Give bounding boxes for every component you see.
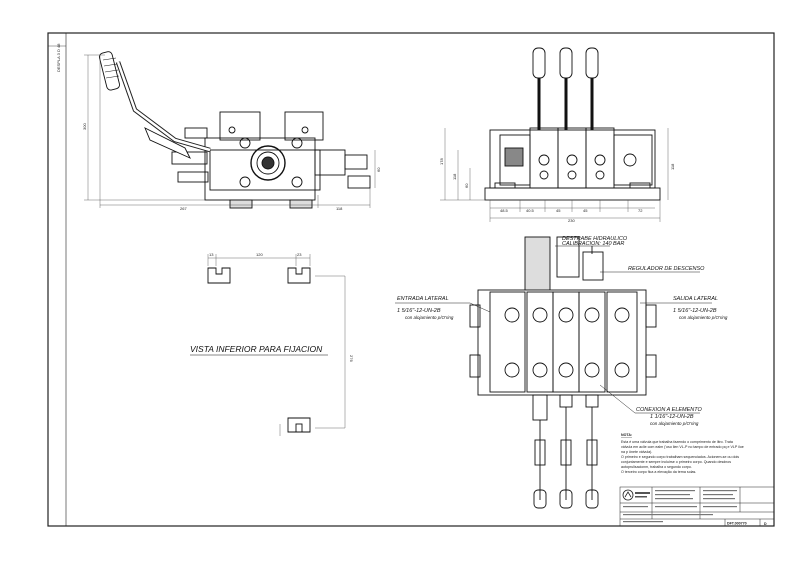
notes-line-2: válvula em aclie com ealm ('oso lien VL-… bbox=[621, 445, 744, 449]
callout-conexion-spec: 1 1/16"-12-UN-2B bbox=[650, 414, 694, 420]
title-block-code: DFT.000770 bbox=[727, 522, 747, 526]
dim-front-height-right: 118 bbox=[670, 163, 675, 170]
dim-bottom-slot-b: 23 bbox=[297, 252, 302, 257]
side-view bbox=[98, 51, 371, 209]
dim-side-small: 60 bbox=[376, 167, 381, 172]
front-view bbox=[484, 47, 661, 201]
notes-line-4: O primeiro e segundo corpo trabalham seq… bbox=[621, 455, 739, 459]
top-view bbox=[469, 236, 657, 509]
dim-bottom-side: 276 bbox=[349, 355, 354, 362]
dim-side-total-left: 267 bbox=[180, 206, 187, 211]
side-tag: DESPLA 3 D 48 bbox=[56, 43, 61, 72]
dim-side-total-right: 118 bbox=[336, 206, 343, 211]
title-block bbox=[619, 486, 775, 527]
notes-line-6: aotoprulisacionm, trabalha o segundo cor… bbox=[621, 465, 692, 469]
notes-line-7: O terceiro corpo fica a elevação da tern… bbox=[621, 470, 696, 474]
dim-side-height: 300 bbox=[82, 123, 87, 130]
callout-salida-spec: 1 5/16"-12-UN-2B bbox=[673, 308, 717, 314]
dim-front-w1: 48.5 bbox=[500, 208, 509, 213]
bottom-view-title: VISTA INFERIOR PARA FIJACION bbox=[190, 344, 323, 354]
dim-bottom-slot-a: 13 bbox=[209, 252, 214, 257]
dim-front-height-c: 60 bbox=[464, 183, 469, 188]
callout-destrabe-line2: CALIBRACION: 140 BAR bbox=[562, 241, 624, 247]
callout-destrabe-line1: DESTRABE HIDRAULICO bbox=[562, 236, 628, 242]
title-block-fill-lines bbox=[623, 490, 737, 523]
callout-leaders bbox=[395, 245, 712, 414]
side-view-dimensions bbox=[84, 54, 376, 208]
dim-front-height-b: 118 bbox=[452, 173, 457, 180]
notes-line-1: Esta é uma válvula que trabalha fazendo … bbox=[621, 440, 733, 444]
callout-salida-title: SALIDA LATERAL bbox=[673, 296, 718, 302]
callout-regulador: REGULADOR DE DESCENSO bbox=[628, 266, 705, 272]
inner-border bbox=[65, 32, 775, 527]
callout-salida-note: con alojamiento p/O'ring bbox=[679, 315, 728, 320]
callout-conexion-note: con alojamiento p/O'ring bbox=[650, 421, 699, 426]
outer-border bbox=[47, 32, 775, 527]
callout-entrada-note: con alojamiento p/O'ring bbox=[405, 315, 454, 320]
dim-front-w2: 40.5 bbox=[526, 208, 535, 213]
notes-line-5: conjuntamente e sempre incluirse o prime… bbox=[621, 460, 731, 464]
notes-line-3: na p ônete válvula). bbox=[621, 450, 652, 454]
dim-front-w4: 45 bbox=[583, 208, 588, 213]
dim-front-width: 230 bbox=[568, 218, 575, 223]
handle-2-grip bbox=[559, 47, 573, 79]
handle-3-grip bbox=[585, 47, 599, 79]
company-logo bbox=[622, 489, 650, 501]
callout-entrada-spec: 1 5/16"-12-UN-2B bbox=[397, 308, 441, 314]
dim-front-height-a: 178 bbox=[439, 158, 444, 165]
dim-front-w3: 45 bbox=[556, 208, 561, 213]
callout-conexion-title: CONEXION A ELEMENTO bbox=[636, 407, 703, 413]
bottom-view-dimensions bbox=[207, 254, 346, 436]
title-block-sheet-letter: D bbox=[764, 522, 767, 526]
handle-1-grip bbox=[532, 47, 546, 79]
bottom-view bbox=[207, 267, 311, 433]
callout-entrada-title: ENTRADA LATERAL bbox=[397, 296, 449, 302]
dim-bottom-top: 120 bbox=[256, 252, 263, 257]
front-view-dimensions bbox=[440, 128, 669, 222]
dim-front-w5: 72 bbox=[638, 208, 643, 213]
notes-heading: NOTA: bbox=[621, 433, 632, 437]
